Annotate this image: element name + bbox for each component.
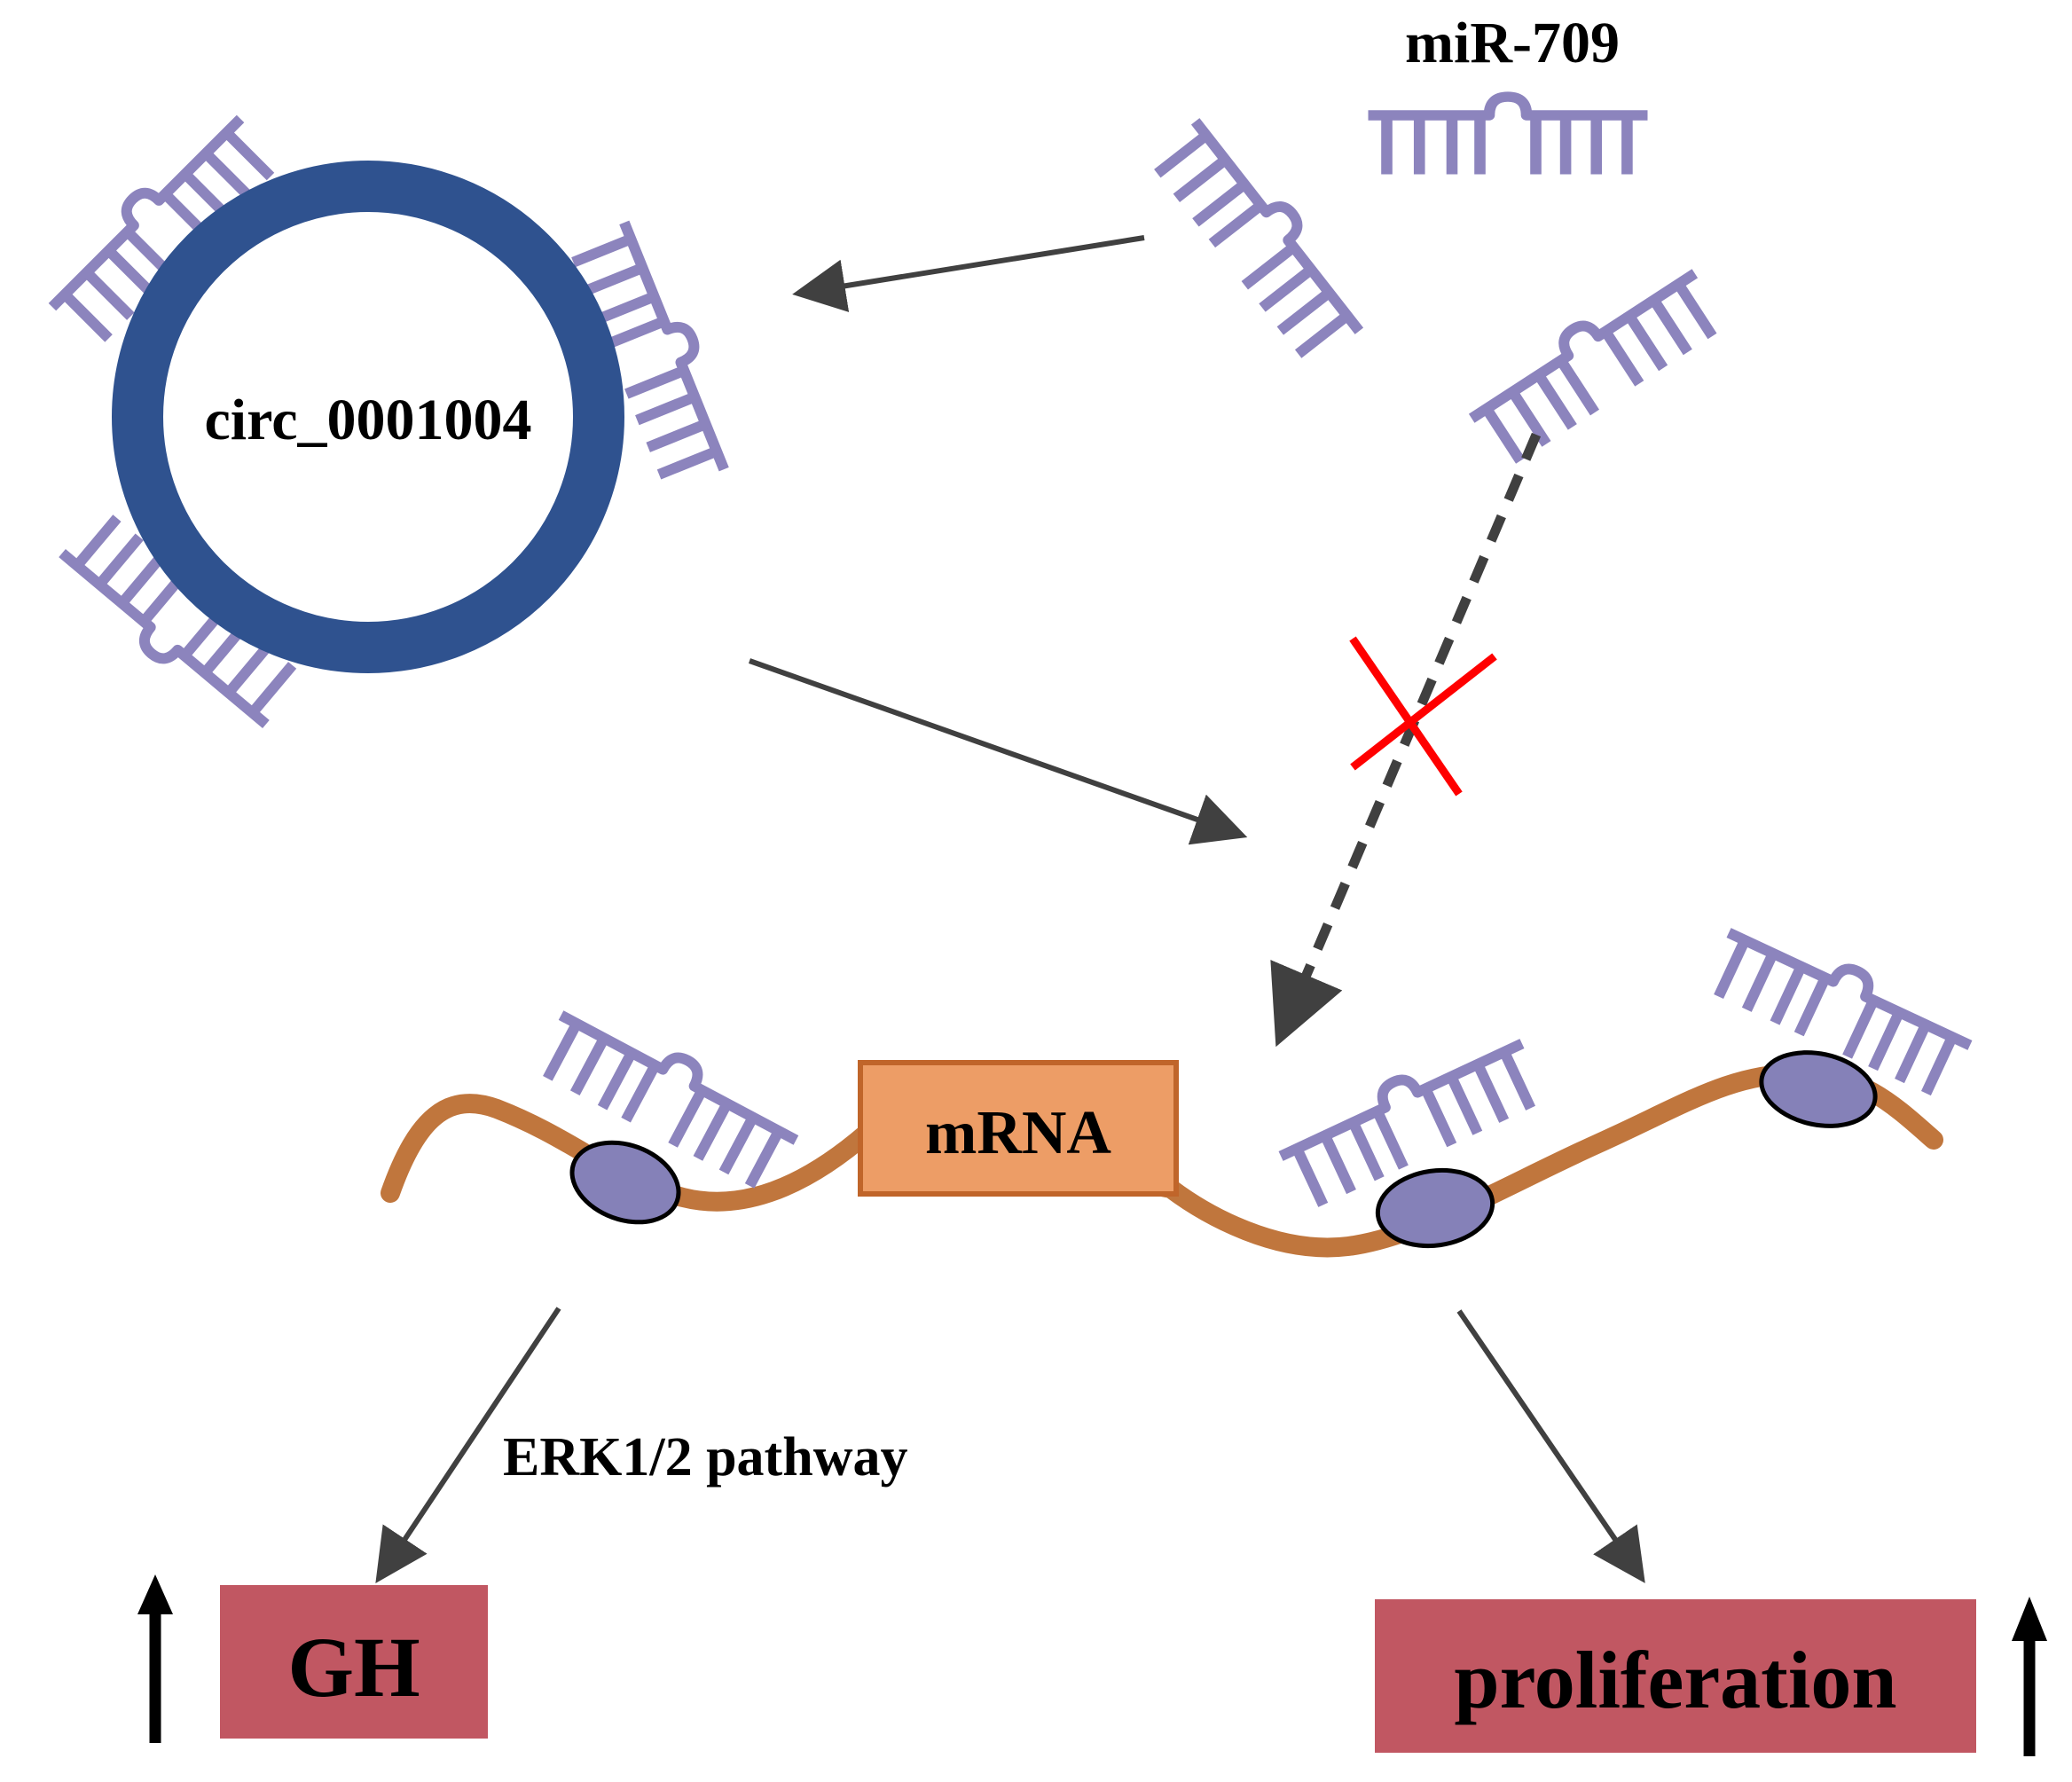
mrna-strand — [381, 1063, 1943, 1258]
arrow-to-proliferation — [1456, 1309, 1645, 1583]
binding-site-ellipse-3 — [1759, 1050, 1878, 1128]
up-arrow-gh-icon — [137, 1574, 173, 1743]
binding-site-ellipse-2 — [1375, 1167, 1495, 1249]
mrna-box — [858, 1060, 1179, 1197]
block-cross-icon — [1349, 636, 1497, 797]
arrow-circrna-to-mrna — [748, 658, 1248, 845]
gh-box — [220, 1585, 488, 1739]
circrna-label: circ_0001004 — [204, 388, 531, 452]
proliferation-label: proliferation — [1454, 1635, 1896, 1725]
circrna-ring — [112, 161, 624, 673]
mirna-free-left — [1146, 109, 1374, 369]
binding-site-ellipse-1 — [569, 1140, 681, 1225]
mirna-free-right — [1461, 257, 1729, 471]
mirna-free-top — [1369, 97, 1648, 174]
mirna-label: miR-709 — [1405, 11, 1620, 75]
mrna-label: mRNA — [925, 1099, 1111, 1167]
arrow-dashed-blocked — [1270, 432, 1542, 1048]
pathway-label: ERK1/2 pathway — [503, 1427, 907, 1488]
gh-label: GH — [287, 1620, 420, 1715]
up-arrow-proliferation-icon — [2012, 1597, 2047, 1756]
proliferation-box — [1375, 1599, 1976, 1753]
arrow-mirna-to-circrna — [792, 235, 1145, 312]
arrow-to-gh — [375, 1307, 561, 1583]
